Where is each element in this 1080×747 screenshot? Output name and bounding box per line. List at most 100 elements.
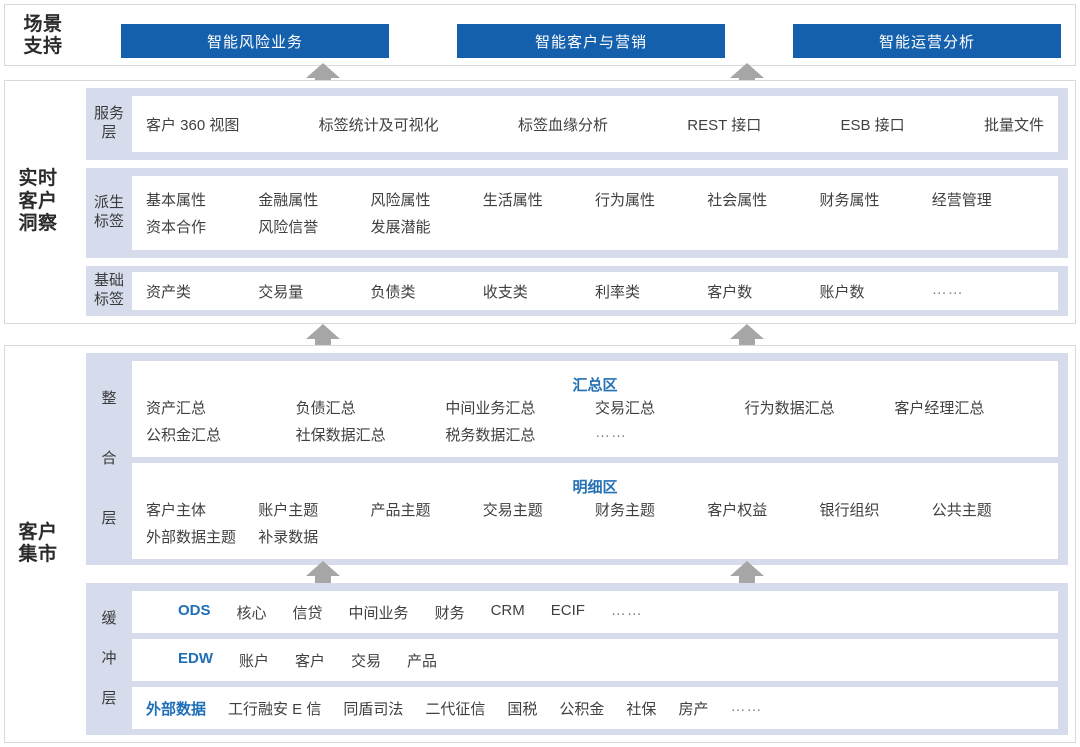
scene-label-line-1: 场景	[23, 13, 63, 35]
integration-label-line-1: 整	[101, 389, 117, 407]
basic-item-transaction-volume[interactable]: 交易量	[258, 283, 304, 301]
ods-item-crm[interactable]: CRM	[490, 601, 525, 619]
external-item-icbc-rongan-e-xin[interactable]: 工行融安 E 信	[228, 700, 322, 718]
insight-label-line-1: 实时	[18, 168, 58, 190]
summary-item-transactions[interactable]: 交易汇总	[595, 399, 656, 417]
derived-item-life-attr[interactable]: 生活属性	[482, 192, 543, 209]
insight-label-line-2: 客户	[18, 190, 58, 212]
service-layer-items: 客户 360 视图 标签统计及可视化 标签血缘分析 REST 接口 ESB 接口…	[132, 114, 1058, 135]
external-item-social-security[interactable]: 社保	[626, 700, 657, 718]
arrow-up-icon-insight-right	[729, 323, 765, 353]
ods-row-items: ODS 核心 信贷 中间业务 财务 CRM ECIF ……	[132, 602, 1058, 623]
service-item-batch-file[interactable]: 批量文件	[983, 116, 1044, 134]
detail-item-public-subject[interactable]: 公共主题	[931, 501, 992, 519]
edw-item-transaction[interactable]: 交易	[351, 652, 382, 670]
service-item-esb-api[interactable]: ESB 接口	[840, 116, 905, 134]
arrow-up-icon-scene-right	[729, 62, 765, 92]
external-data-row-card: 外部数据 工行融安 E 信 同盾司法 二代征信 国税 公积金 社保 房产 ……	[132, 687, 1058, 729]
basic-item-income-expense[interactable]: 收支类	[482, 283, 528, 301]
basic-label-line-1: 基础	[93, 272, 124, 290]
derived-item-risk-credit[interactable]: 风险信誉	[258, 219, 319, 236]
edw-item-product[interactable]: 产品	[407, 652, 438, 670]
summary-item-assets[interactable]: 资产汇总	[146, 399, 207, 417]
external-item-second-gen-credit[interactable]: 二代征信	[425, 700, 486, 718]
ods-item-intermediary-business[interactable]: 中间业务	[348, 604, 409, 622]
service-item-customer-360[interactable]: 客户 360 视图	[146, 116, 240, 134]
basic-item-interest-rate[interactable]: 利率类	[595, 283, 641, 301]
detail-zone-card: 明细区 客户主体 账户主题 产品主题 交易主题 财务主题 客户权益 银行组织 公…	[132, 463, 1058, 559]
derived-label-line-1: 派生	[93, 194, 124, 212]
detail-item-customer-entity[interactable]: 客户主体	[146, 501, 207, 519]
derived-tag-label: 派生 标签	[86, 168, 132, 258]
basic-item-customer-count[interactable]: 客户数	[707, 283, 753, 301]
ods-tag[interactable]: ODS	[178, 601, 211, 619]
service-item-rest-api[interactable]: REST 接口	[687, 116, 762, 134]
scene-support-panel: 场景 支持 智能风险业务 智能客户与营销 智能运营分析	[4, 4, 1076, 66]
ods-item-credit[interactable]: 信贷	[292, 604, 323, 622]
integration-label-line-3: 层	[101, 509, 117, 527]
service-item-tag-lineage[interactable]: 标签血缘分析	[517, 116, 608, 134]
derived-item-social-attr[interactable]: 社会属性	[707, 192, 768, 209]
buffer-label-line-1: 缓	[101, 609, 117, 627]
summary-zone-title: 汇总区	[572, 376, 618, 394]
arrow-up-icon-mart-left	[305, 560, 341, 590]
insight-label-line-3: 洞察	[18, 213, 58, 235]
basic-item-account-count[interactable]: 账户数	[819, 283, 865, 301]
detail-item-account-subject[interactable]: 账户主题	[258, 501, 319, 519]
summary-item-liabilities[interactable]: 负债汇总	[295, 399, 356, 417]
external-item-national-tax[interactable]: 国税	[507, 700, 538, 718]
edw-tag[interactable]: EDW	[178, 649, 213, 667]
derived-item-basic-attr[interactable]: 基本属性	[146, 192, 207, 209]
detail-item-bank-organization[interactable]: 银行组织	[819, 501, 880, 519]
detail-item-finance-subject[interactable]: 财务主题	[595, 501, 656, 519]
scene-button-operations-analytics[interactable]: 智能运营分析	[793, 24, 1061, 58]
summary-item-housing-fund[interactable]: 公积金汇总	[146, 426, 222, 444]
ods-item-finance[interactable]: 财务	[434, 604, 465, 622]
derived-tag-items: 基本属性 金融属性 风险属性 生活属性 行为属性 社会属性 财务属性 经营管理 …	[132, 189, 1058, 237]
derived-item-behavior-attr[interactable]: 行为属性	[595, 192, 656, 209]
service-layer-card: 客户 360 视图 标签统计及可视化 标签血缘分析 REST 接口 ESB 接口…	[132, 96, 1058, 152]
external-item-real-estate[interactable]: 房产	[678, 700, 709, 718]
ods-item-more: ……	[610, 601, 643, 619]
scene-label-line-2: 支持	[23, 36, 63, 57]
scene-button-customer-marketing[interactable]: 智能客户与营销	[457, 24, 725, 58]
service-label-line-1: 服务	[93, 105, 124, 123]
edw-item-customer[interactable]: 客户	[295, 652, 326, 670]
mart-label-line-2: 集市	[18, 544, 58, 565]
detail-item-customer-benefits[interactable]: 客户权益	[707, 501, 768, 519]
summary-zone-items: 资产汇总 负债汇总 中间业务汇总 交易汇总 行为数据汇总 客户经理汇总 公积金汇…	[132, 397, 1058, 445]
detail-item-supplementary-data[interactable]: 补录数据	[258, 528, 319, 546]
basic-item-liabilities[interactable]: 负债类	[370, 283, 416, 301]
derived-item-risk-attr[interactable]: 风险属性	[370, 192, 431, 209]
detail-zone-items: 客户主体 账户主题 产品主题 交易主题 财务主题 客户权益 银行组织 公共主题 …	[132, 499, 1058, 547]
ods-item-core[interactable]: 核心	[236, 604, 267, 622]
summary-item-social-security-data[interactable]: 社保数据汇总	[295, 426, 386, 444]
scene-button-risk[interactable]: 智能风险业务	[121, 24, 389, 58]
derived-item-financial-attr[interactable]: 金融属性	[258, 192, 319, 209]
summary-item-account-manager[interactable]: 客户经理汇总	[894, 399, 985, 417]
external-data-tag[interactable]: 外部数据	[146, 700, 207, 718]
derived-item-finance-attr[interactable]: 财务属性	[819, 192, 880, 209]
summary-item-tax-data[interactable]: 税务数据汇总	[445, 426, 536, 444]
detail-item-external-data-subject[interactable]: 外部数据主题	[146, 528, 237, 546]
derived-item-operation-mgmt[interactable]: 经营管理	[931, 192, 992, 209]
arrow-up-icon-insight-left	[305, 323, 341, 353]
service-item-tag-stats-visual[interactable]: 标签统计及可视化	[318, 116, 439, 134]
derived-item-growth-potential[interactable]: 发展潜能	[370, 219, 431, 236]
detail-zone-title: 明细区	[572, 478, 618, 496]
derived-item-capital-coop[interactable]: 资本合作	[146, 219, 207, 236]
external-item-tongdun-judicial[interactable]: 同盾司法	[343, 700, 404, 718]
ods-item-ecif[interactable]: ECIF	[550, 601, 585, 619]
detail-item-product-subject[interactable]: 产品主题	[370, 501, 431, 519]
buffer-label-line-3: 层	[101, 689, 117, 707]
external-item-housing-fund[interactable]: 公积金	[559, 700, 605, 718]
detail-item-transaction-subject[interactable]: 交易主题	[482, 501, 543, 519]
edw-item-account[interactable]: 账户	[239, 652, 270, 670]
external-data-row-items: 外部数据 工行融安 E 信 同盾司法 二代征信 国税 公积金 社保 房产 ……	[132, 698, 1058, 719]
basic-tag-card: 资产类 交易量 负债类 收支类 利率类 客户数 账户数 ……	[132, 272, 1058, 310]
basic-item-assets[interactable]: 资产类	[146, 283, 192, 301]
basic-label-line-2: 标签	[93, 291, 124, 308]
summary-item-behavior-data[interactable]: 行为数据汇总	[744, 399, 835, 417]
summary-item-intermediary-business[interactable]: 中间业务汇总	[445, 399, 536, 417]
